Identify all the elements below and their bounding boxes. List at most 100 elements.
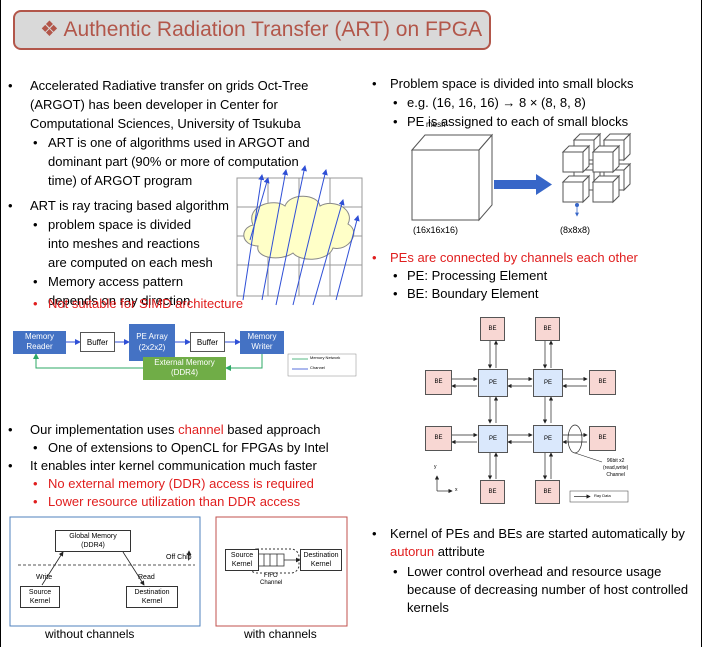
pe-array-line1: PE Array <box>136 332 168 341</box>
without-channels-caption: without channels <box>45 627 135 641</box>
be-node: BE <box>589 426 616 451</box>
left-bullet2-sub1-line3: are computed on each mesh <box>48 255 213 270</box>
memory-reader-line1: Memory <box>25 332 54 341</box>
right-bullet1: Problem space is divided into small bloc… <box>390 76 634 91</box>
source-kernel-a-line2: Kernel <box>29 598 51 605</box>
right-bullet2-red: PEs are connected by channels each other <box>390 250 638 265</box>
right-bullet3-line1: Kernel of PEs and BEs are started automa… <box>390 526 685 541</box>
legend-memory-network: Memory Network <box>310 355 341 360</box>
external-memory-box: External Memory (DDR4) <box>143 357 226 380</box>
right-bullet3-sub-line3: kernels <box>407 600 449 615</box>
external-memory-line1: External Memory <box>154 358 215 367</box>
left-bullet3: Our implementation uses channel based ap… <box>30 420 321 439</box>
global-memory-line1: Global Memory <box>69 533 117 540</box>
channel-note-line3: Channel <box>606 472 625 478</box>
bullet-dot: • <box>33 440 38 455</box>
bullet-dot-red: • <box>33 296 38 311</box>
bullet-dot: • <box>8 458 13 473</box>
left-bullet3-pre: Our implementation uses <box>30 422 179 437</box>
block-size-label: (8x8x8) <box>560 225 591 235</box>
left-bullet3-red: channel <box>178 422 224 437</box>
right-bullet2-sub2: BE: Boundary Element <box>407 286 539 301</box>
channel-note: 96bit x2 (read,write) Channel <box>603 458 628 479</box>
source-kernel-box-b: Source Kernel <box>225 549 259 571</box>
bullet-dot: • <box>33 274 38 289</box>
bullet-dot: • <box>393 95 398 110</box>
be-node: BE <box>589 370 616 395</box>
write-label: Write <box>36 574 53 581</box>
bullet-dot: • <box>393 114 398 129</box>
left-bullet2-sub1-line1: problem space is divided <box>48 217 192 232</box>
with-channels-caption: with channels <box>244 627 317 641</box>
channel-note-line1: 96bit x2 <box>606 458 625 464</box>
bullet-dot: • <box>33 217 38 232</box>
left-bullet3-post: based approach <box>223 422 321 437</box>
left-bullet4-red2: Lower resource utilization than DDR acce… <box>48 494 301 509</box>
destination-kernel-box-b: Destination Kernel <box>300 549 342 571</box>
source-kernel-b-line1: Source <box>230 552 254 559</box>
bullet-dot: • <box>393 564 398 579</box>
title-bar: ❖ Authentic Radiation Transfer (ART) on … <box>13 10 491 50</box>
left-bullet1-line2: (ARGOT) has been developer in Center for <box>30 97 278 112</box>
memory-writer-box: Memory Writer <box>240 331 284 354</box>
be-node: BE <box>425 370 452 395</box>
right-bullet3-post: attribute <box>434 544 485 559</box>
ray-data-legend: Ray Data <box>594 493 611 498</box>
bullet-dot: • <box>8 78 13 93</box>
left-bullet2-sub2-line1: Memory access pattern <box>48 274 184 289</box>
right-bullet1-sub2: PE is assigned to each of small blocks <box>407 114 629 129</box>
pe-node: PE <box>533 369 563 397</box>
buffer-box-2: Buffer <box>190 332 225 352</box>
be-node: BE <box>480 317 505 341</box>
external-memory-line2: (DDR4) <box>170 368 199 377</box>
bullet-dot: • <box>372 526 377 541</box>
slide-title: ❖ Authentic Radiation Transfer (ART) on … <box>40 17 482 42</box>
be-node: BE <box>480 480 505 504</box>
left-bullet2: ART is ray tracing based algorithm <box>30 198 229 213</box>
bullet-dot: • <box>393 286 398 301</box>
bullet-dot: • <box>33 135 38 150</box>
left-bullet1-line1: Accelerated Radiative transfer on grids … <box>30 78 309 93</box>
pe-array-box: PE Array (2x2x2) <box>129 324 175 361</box>
memory-reader-line2: Reader <box>26 342 53 351</box>
destination-kernel-box-a: Destination Kernel <box>126 586 178 608</box>
global-memory-box: Global Memory (DDR4) <box>55 530 131 552</box>
channel-label: Channel <box>260 580 283 586</box>
right-bullet3-sub-line2: because of decreasing number of host con… <box>407 582 689 597</box>
slide-title-text: Authentic Radiation Transfer (ART) on FP… <box>63 18 483 41</box>
read-label: Read <box>138 574 155 581</box>
mesh-size-label: (16x16x16) <box>413 225 459 235</box>
buffer-box-1: Buffer <box>80 332 115 352</box>
left-bullet2-red: Not suitable for SIMD architecture <box>48 296 244 311</box>
bullet-dot: • <box>8 198 13 213</box>
right-bullet2-sub1: PE: Processing Element <box>407 268 548 283</box>
diamond-icon: ❖ <box>40 18 59 41</box>
bullet-dot: • <box>393 268 398 283</box>
bullet-dot-red: • <box>33 494 38 509</box>
legend-channel: Channel <box>310 365 325 370</box>
source-kernel-b-line2: Kernel <box>231 561 253 568</box>
left-bullet1-sub-line1: ART is one of algorithms used in ARGOT a… <box>48 135 310 150</box>
left-bullet4: It enables inter kernel communication mu… <box>30 458 317 473</box>
left-bullet1-sub-line2: dominant part (90% or more of computatio… <box>48 154 299 169</box>
fifo-label: FIFO <box>264 573 278 579</box>
axis-x-label: x <box>455 487 458 493</box>
pe-array-line2: (2x2x2) <box>138 343 166 352</box>
left-bullet1-line3: Computational Sciences, University of Ts… <box>30 116 301 131</box>
source-kernel-a-line1: Source <box>28 589 52 596</box>
destination-kernel-a-line1: Destination <box>134 589 170 596</box>
left-bullet3-sub: One of extensions to OpenCL for FPGAs by… <box>48 440 329 455</box>
bullet-dot-red: • <box>33 476 38 491</box>
destination-kernel-a-line2: Kernel <box>141 598 163 605</box>
be-node: BE <box>425 426 452 451</box>
pe-node: PE <box>533 425 563 453</box>
pe-node: PE <box>478 425 508 453</box>
right-bullet3-red: autorun <box>390 544 435 559</box>
left-bullet2-sub2-line2: depends on ray direction <box>48 293 191 308</box>
right-bullet3-line2: autorun attribute <box>390 542 485 561</box>
memory-writer-line1: Memory <box>247 332 277 341</box>
bullet-dot-red: • <box>372 250 377 265</box>
memory-reader-box: Memory Reader <box>13 331 66 354</box>
left-bullet2-sub1-line2: into meshes and reactions <box>48 236 200 251</box>
left-bullet1-sub-line3: time) of ARGOT program <box>48 173 193 188</box>
